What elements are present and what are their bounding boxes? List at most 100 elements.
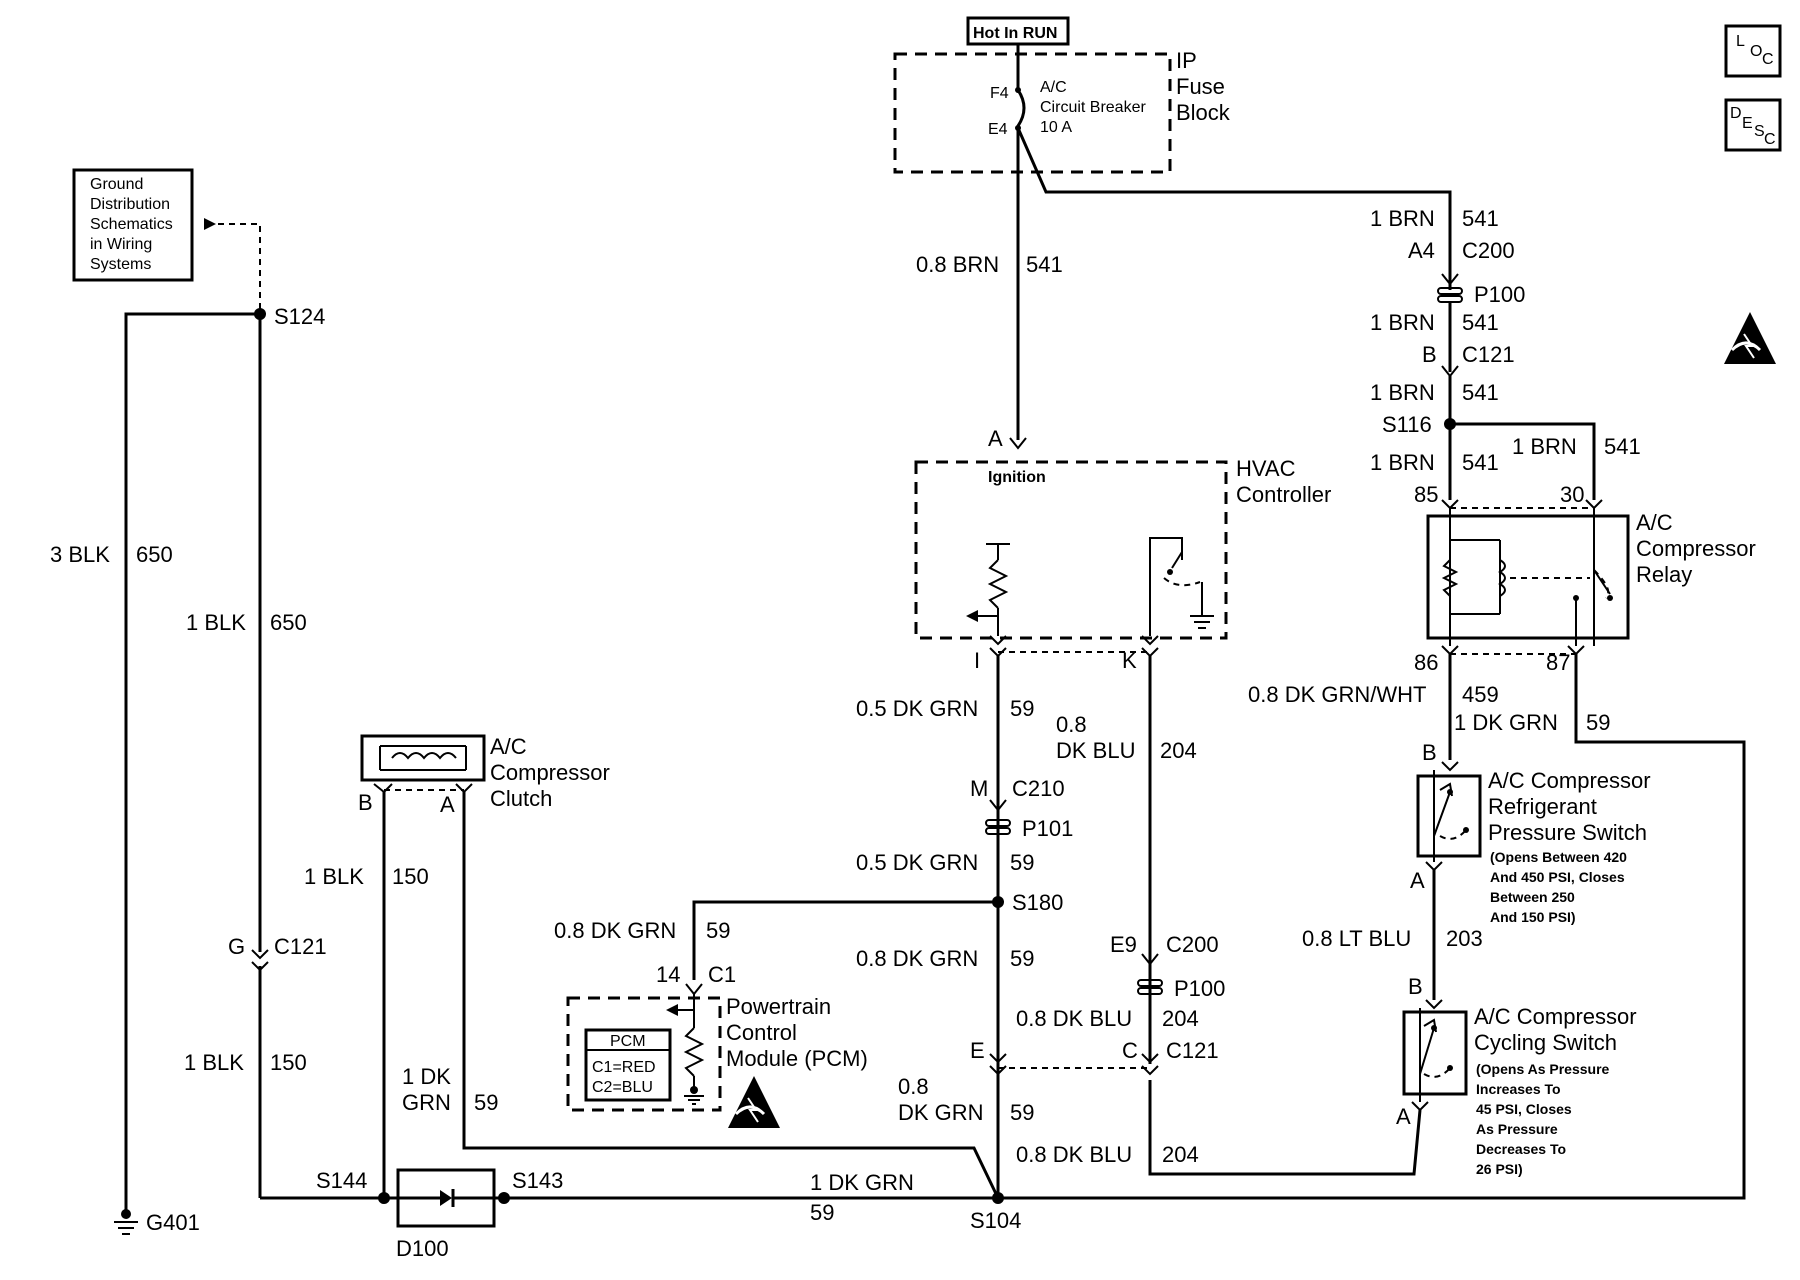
refrigerant-pressure-switch: B A (1410, 740, 1482, 893)
s180-label: S180 (1012, 890, 1063, 915)
svg-text:C121: C121 (274, 934, 327, 959)
svg-text:IP: IP (1176, 48, 1197, 73)
svg-text:C2=BLU: C2=BLU (592, 1079, 653, 1096)
pcm-esd-warning-icon (728, 1076, 780, 1128)
wire-541-r5-label: 1 BRN 541 (1512, 432, 1641, 460)
ac-compressor-relay: 85 30 86 87 (1414, 482, 1630, 675)
svg-text:B: B (358, 790, 373, 815)
pin-a4: A4 (1408, 238, 1435, 263)
wire-203-label: 0.8 LT BLU 203 (1302, 926, 1483, 951)
svg-text:Refrigerant: Refrigerant (1488, 794, 1597, 819)
svg-text:D: D (1730, 105, 1742, 122)
svg-text:D100: D100 (396, 1236, 449, 1261)
wire-59-clutch (462, 792, 1000, 1199)
pin-c-c121: C C121 (1122, 1038, 1219, 1076)
svg-text:Circuit Breaker: Circuit Breaker (1040, 99, 1146, 116)
connector-c210: C210 (1012, 776, 1065, 801)
svg-text:E: E (970, 1038, 985, 1063)
desc-icon[interactable]: D E S C (1724, 98, 1782, 152)
svg-text:(Opens Between 420: (Opens Between 420 (1490, 849, 1627, 865)
svg-text:204: 204 (1162, 1006, 1199, 1031)
svg-text:Pressure Switch: Pressure Switch (1488, 820, 1647, 845)
svg-text:A/C: A/C (1636, 510, 1673, 535)
svg-text:E4: E4 (988, 121, 1008, 138)
svg-text:541: 541 (1604, 434, 1641, 459)
svg-text:Clutch: Clutch (490, 786, 552, 811)
cycling-switch-title: A/C Compressor Cycling Switch (Opens As … (1474, 1004, 1637, 1177)
wire-59-bottom-label: 1 DK GRN 59 (810, 1170, 914, 1225)
svg-text:150: 150 (270, 1050, 307, 1075)
svg-text:59: 59 (474, 1090, 498, 1115)
svg-text:541: 541 (1026, 252, 1063, 277)
svg-text:203: 203 (1446, 926, 1483, 951)
svg-text:87: 87 (1546, 650, 1570, 675)
svg-text:1 BRN: 1 BRN (1512, 434, 1577, 459)
svg-text:Controller: Controller (1236, 482, 1331, 507)
svg-text:150: 150 (392, 864, 429, 889)
svg-text:L: L (1736, 33, 1745, 50)
svg-text:1 DK: 1 DK (402, 1064, 451, 1089)
svg-text:G: G (228, 934, 245, 959)
svg-text:1 BRN: 1 BRN (1370, 380, 1435, 405)
svg-text:Control: Control (726, 1020, 797, 1045)
svg-text:DK GRN: DK GRN (898, 1100, 984, 1125)
loc-icon[interactable]: L O C (1724, 24, 1782, 78)
svg-text:Cycling Switch: Cycling Switch (1474, 1030, 1617, 1055)
svg-text:1 BRN: 1 BRN (1370, 450, 1435, 475)
pin-e9: E9 (1110, 932, 1137, 957)
pcm-outline (566, 996, 722, 1112)
wire-204-w2-label: 0.8 DK BLU 204 (1016, 1006, 1199, 1031)
wire-204-w1-label: 0.8 DK BLU 204 (1056, 712, 1197, 763)
wire-59-w2-label: 0.5 DK GRN 59 (856, 850, 1034, 875)
pin-b-c121-top: B (1422, 342, 1437, 367)
svg-text:59: 59 (1010, 1100, 1034, 1125)
ip-fuse-block-outline (893, 52, 1172, 174)
connector-p101: P101 (985, 799, 1073, 841)
svg-text:B: B (1422, 740, 1437, 765)
hvac-switch (1149, 537, 1214, 636)
svg-text:C1: C1 (708, 962, 736, 987)
wire-650-main (124, 312, 260, 1212)
svg-text:1 BRN: 1 BRN (1370, 310, 1435, 335)
svg-text:E: E (1742, 115, 1753, 132)
svg-text:Schematics: Schematics (90, 216, 173, 233)
svg-text:Relay: Relay (1636, 562, 1692, 587)
svg-text:C121: C121 (1166, 1038, 1219, 1063)
svg-text:G401: G401 (146, 1210, 200, 1235)
svg-text:1 DK GRN: 1 DK GRN (810, 1170, 914, 1195)
svg-text:0.5 DK GRN: 0.5 DK GRN (856, 696, 978, 721)
svg-text:I: I (974, 648, 980, 673)
wire-59-w3-label: 0.8 DK GRN 59 (554, 918, 730, 944)
svg-text:59: 59 (1010, 946, 1034, 971)
s143-label: S143 (512, 1168, 563, 1193)
svg-text:Ground: Ground (90, 176, 143, 193)
svg-text:1 BLK: 1 BLK (186, 610, 246, 635)
connector-p100-lower: P100 (1137, 953, 1225, 1001)
ip-fuse-block-label: IP Fuse Block (1176, 48, 1231, 125)
svg-text:(Opens As Pressure: (Opens As Pressure (1476, 1061, 1610, 1077)
ground-distribution-ref[interactable]: Ground Distribution Schematics in Wiring… (72, 168, 194, 282)
svg-text:Distribution: Distribution (90, 196, 170, 213)
hvac-pin-k: K (1122, 635, 1159, 673)
svg-text:26 PSI): 26 PSI) (1476, 1161, 1523, 1177)
svg-text:1 DK GRN: 1 DK GRN (1454, 710, 1558, 735)
svg-text:1 BLK: 1 BLK (304, 864, 364, 889)
svg-text:459: 459 (1462, 682, 1499, 707)
pcm-title: Powertrain Control Module (PCM) (726, 994, 868, 1071)
svg-text:P100: P100 (1174, 976, 1225, 1001)
svg-text:B: B (1408, 974, 1423, 999)
svg-text:DK BLU: DK BLU (1056, 738, 1135, 763)
wire-541-relay-30 (1450, 422, 1596, 500)
svg-text:Increases To: Increases To (1476, 1081, 1561, 1097)
wire-59-w4-label: 0.8 DK GRN 59 (856, 946, 1034, 971)
svg-text:A: A (440, 792, 455, 817)
svg-text:And 450 PSI, Closes: And 450 PSI, Closes (1490, 869, 1625, 885)
svg-text:59: 59 (810, 1200, 834, 1225)
wire-59-w5-label: 0.8 DK GRN 59 (898, 1074, 1034, 1125)
hvac-pin-a-connector (1009, 437, 1027, 450)
svg-text:HVAC: HVAC (1236, 456, 1296, 481)
svg-text:204: 204 (1162, 1142, 1199, 1167)
svg-text:Fuse: Fuse (1176, 74, 1225, 99)
ac-compressor-relay-title: A/C Compressor Relay (1636, 510, 1756, 587)
